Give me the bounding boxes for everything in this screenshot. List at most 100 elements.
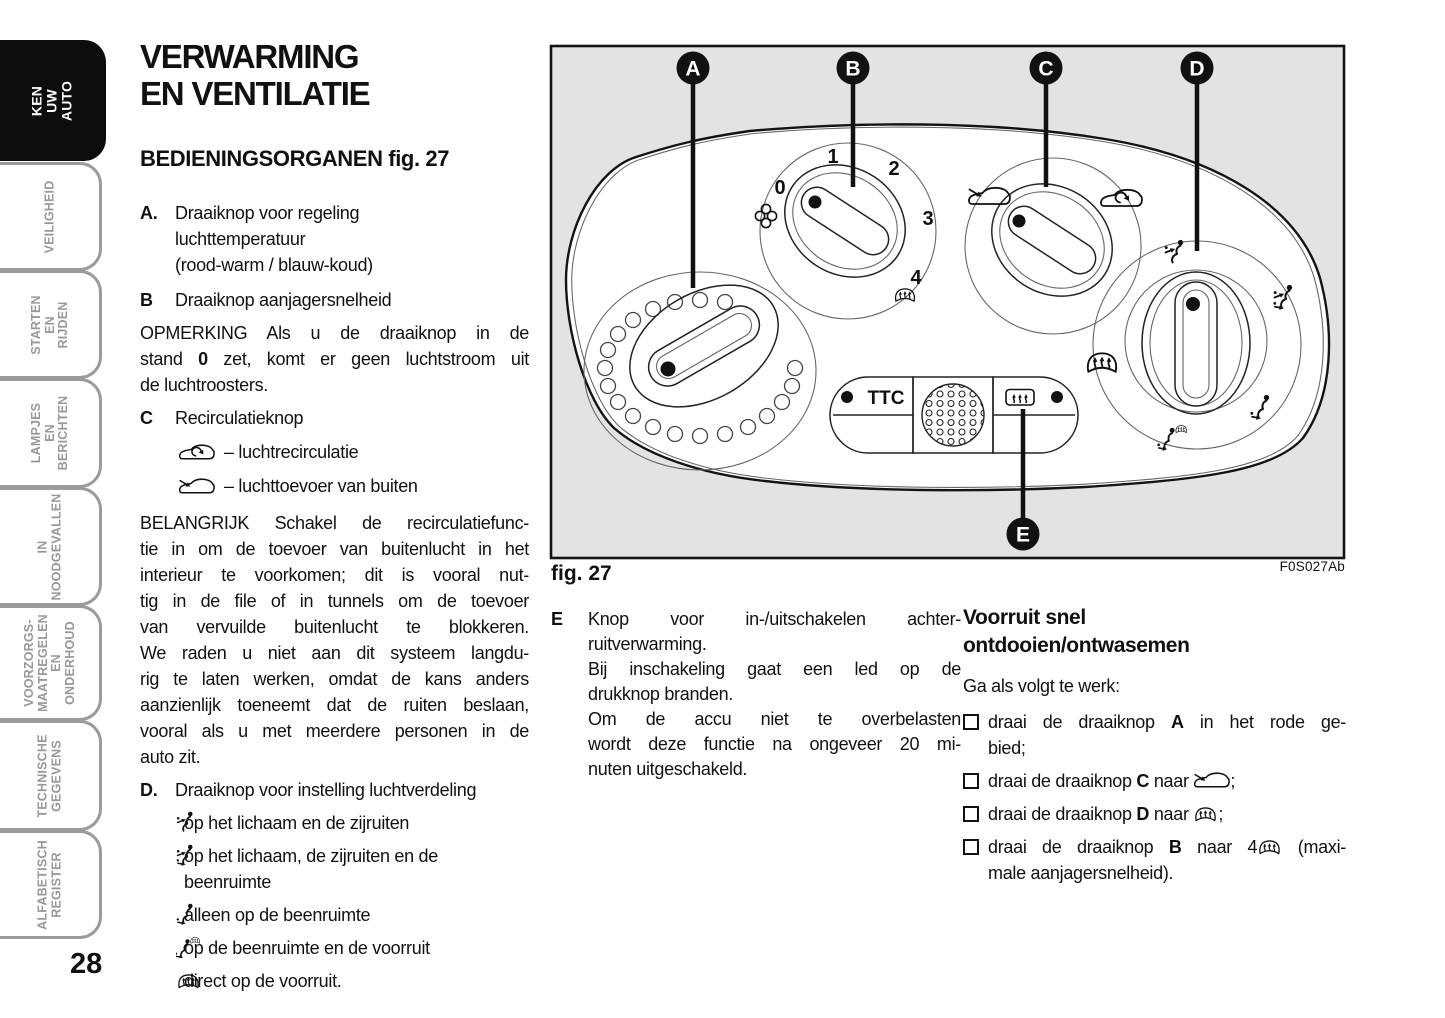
callout-letter: A	[685, 58, 700, 81]
callout-e: E	[1006, 409, 1040, 551]
text-segment: draai de draaiknop	[988, 771, 1137, 791]
sidebar-tab-technische-gegevens: TECHNISCHE GEGEVENS	[0, 720, 102, 831]
checkbox-bullet	[963, 839, 979, 855]
windshield-defrost-icon	[1259, 840, 1281, 855]
figure-caption: fig. 27	[551, 562, 612, 585]
item-text: op het lichaam en de zijruiten	[184, 813, 410, 833]
figure-reference-code: F0S027Ab	[1279, 559, 1345, 574]
text-segment: naar	[1149, 804, 1194, 824]
recirculation-option: – luchtrecirculatie	[140, 435, 529, 469]
text-segment: draai de draaiknop	[988, 837, 1169, 857]
page-number: 28	[70, 948, 103, 980]
defrost-step-4: draai de draaiknop B naar 4 (maxi- male …	[963, 834, 1346, 886]
defrost-intro: Ga als volgt te werk:	[963, 676, 1120, 696]
belangrijk-paragraph: BELANGRIJK Schakel de recirculatiefunc- …	[140, 510, 529, 770]
main-text-column: VERWARMING EN VENTILATIE BEDIENINGSORGAN…	[140, 38, 529, 994]
step-line: draai de draaiknop C naar ;	[988, 768, 1346, 794]
section-heading: BEDIENINGSORGANEN fig. 27	[140, 146, 450, 171]
paragraph-line: interieur te voorkomen; dit is vooral nu…	[140, 565, 529, 585]
distribution-item: op de beenruimte en de voorruit	[140, 935, 529, 961]
item-text: Draaiknop voor instelling luchtverdeling	[175, 780, 477, 800]
paragraph-line: tig in de file of in tunnels om de toevo…	[140, 591, 529, 611]
distribution-item: alleen op de beenruimte	[140, 902, 529, 928]
item-letter: A.	[140, 203, 158, 223]
fan-position-0: 0	[774, 177, 785, 199]
paragraph-line: OPMERKING Als u de draaiknop in de	[140, 323, 529, 343]
item-letter: C	[140, 408, 153, 428]
item-letter: B	[140, 290, 153, 310]
checkbox-bullet	[963, 714, 979, 730]
outside-air-option: – luchttoevoer van buiten	[140, 469, 529, 503]
distribution-item: op het lichaam, de zijruiten en de beenr…	[140, 843, 529, 895]
speaker-grille	[921, 383, 985, 447]
sidebar-tab-label: VEILIGHEID	[41, 180, 56, 253]
distribution-item: op het lichaam en de zijruiten	[140, 810, 529, 836]
text-segment: (maxi-	[1282, 837, 1347, 857]
paragraph-line: aanzienlijk toeneemt dat de ruiten besla…	[140, 695, 529, 715]
sidebar-tab-voorzorgsmaatregelen: VOORZORGS- MAATREGELEN EN ONDERHOUD	[0, 605, 102, 721]
fan-speed-knob: 0 1 2 3 4	[754, 142, 937, 320]
bold-zero: 0	[198, 349, 208, 369]
defrost-step-2: draai de draaiknop C naar ;	[963, 768, 1346, 794]
step-line: draai de draaiknop A in het rode ge-	[988, 709, 1346, 735]
item-text: Draaiknop voor regeling luchttemperatuur…	[175, 203, 373, 275]
knob-letter: C	[1136, 771, 1150, 791]
fan-position-2: 2	[888, 158, 899, 180]
temperature-scale-dots	[596, 291, 804, 445]
item-letter: D.	[140, 780, 158, 800]
paragraph-line: wordt deze functie na ongeveer 20 mi-	[588, 734, 961, 754]
car-recirculation-icon	[178, 442, 215, 463]
fan-position-4: 4	[910, 267, 922, 289]
paragraph-line: van vervuilde buitenlucht te blokkeren.	[140, 617, 529, 637]
paragraph-line: nuten uitgeschakeld.	[588, 759, 748, 779]
paragraph-line: de luchtroosters.	[140, 375, 268, 395]
button-cluster: TTC	[829, 376, 1079, 454]
knob-pointer-dot	[808, 195, 822, 209]
sidebar-tab-alfabetisch-register: ALFABETISCH REGISTER	[0, 830, 102, 939]
text-segment: ;	[1218, 804, 1224, 824]
ttc-led-dot	[841, 391, 853, 403]
text-segment: draai de draaiknop	[988, 804, 1137, 824]
windshield-defrost-icon	[1195, 807, 1217, 822]
option-text: – luchttoevoer van buiten	[224, 476, 418, 496]
sidebar-tab-in-noodgevallen: IN NOODGEVALLEN	[0, 487, 102, 606]
paragraph-line: Om de accu niet te overbelasten	[588, 709, 961, 729]
knob-letter: B	[1168, 837, 1182, 857]
callout-letter: D	[1189, 58, 1204, 81]
step-line: draai de draaiknop B naar 4 (maxi-	[988, 834, 1346, 860]
list-item-a: A. Draaiknop voor regeling luchttemperat…	[140, 200, 529, 278]
knob-pointer-dot	[1012, 214, 1026, 228]
list-item-c: C Recirculatieknop	[140, 405, 529, 431]
knob-pointer-dot	[660, 361, 676, 377]
ttc-label: TTC	[868, 388, 905, 409]
sidebar-tab-veiligheid: VEILIGHEID	[0, 162, 102, 271]
step-line: draai de draaiknop D naar ;	[988, 801, 1346, 827]
paragraph-line: BELANGRIJK Schakel de recirculatiefunc-	[140, 513, 529, 533]
opmerking-paragraph: OPMERKING Als u de draaiknop in de stand…	[140, 320, 529, 398]
sidebar-tab-label: STARTEN EN RIJDEN	[28, 294, 70, 355]
recirculation-knob	[964, 157, 1142, 335]
text-segment: in het rode ge-	[1183, 712, 1346, 732]
item-text: Recirculatieknop	[175, 408, 304, 428]
callout-d: D	[1180, 51, 1214, 251]
paragraph-line: tie in om de toevoer van buitenlucht in …	[140, 539, 529, 559]
distribution-item: direct op de voorruit.	[140, 968, 529, 994]
text-segment: naar	[1149, 771, 1194, 791]
fan-position-1: 1	[827, 146, 838, 168]
knob-letter: A	[1170, 712, 1184, 732]
text-segment: naar 4	[1181, 837, 1258, 857]
step-line: bied;	[988, 738, 1026, 758]
item-text: op de beenruimte en de voorruit	[184, 938, 430, 958]
list-item-b: B Draaiknop aanjagersnelheid	[140, 287, 529, 313]
sidebar-tab-label: TECHNISCHE GEGEVENS	[35, 733, 63, 818]
knob-pointer-dot	[1186, 297, 1200, 311]
car-outside-air-icon	[178, 476, 215, 497]
paragraph-line: stand 0 zet, komt er geen luchtstroom ui…	[140, 346, 529, 372]
checkbox-bullet	[963, 773, 979, 789]
callout-letter: B	[845, 58, 860, 81]
option-text: – luchtrecirculatie	[224, 442, 359, 462]
sidebar-tab-label: KEN UW AUTO	[28, 80, 74, 121]
sidebar-tab-label: VOORZORGS- MAATREGELEN EN ONDERHOUD	[21, 614, 77, 712]
callout-letter: E	[1016, 524, 1030, 547]
paragraph-line: Bij inschakeling gaat een led op de	[588, 659, 961, 679]
